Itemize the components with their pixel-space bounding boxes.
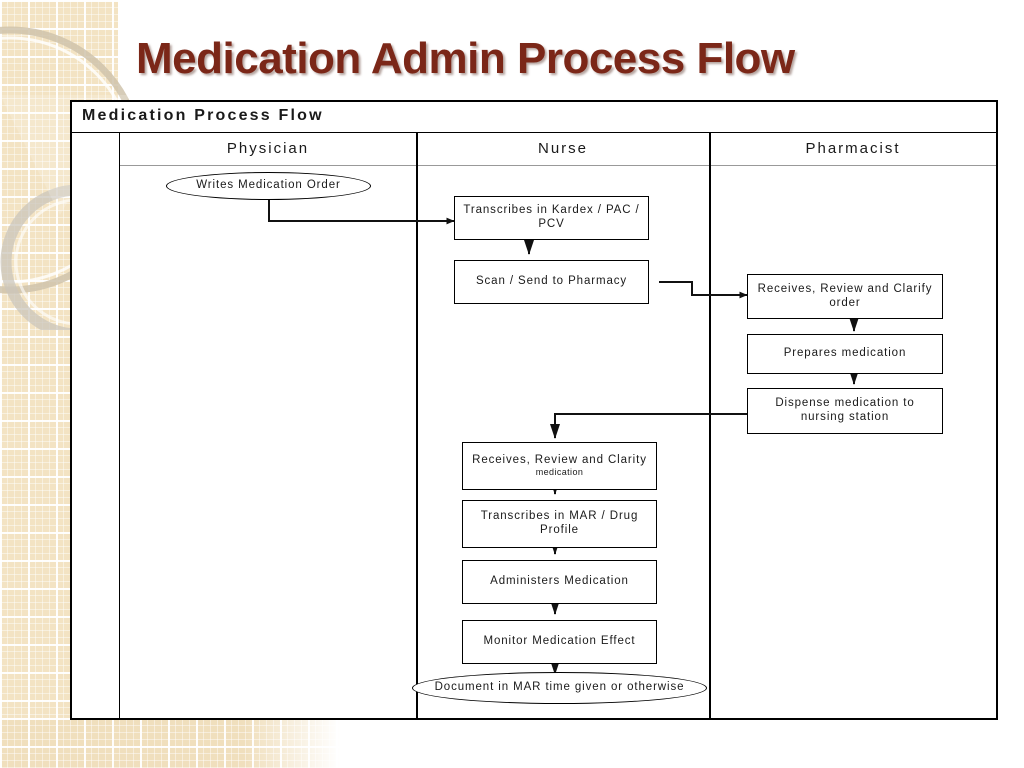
node-label: Document in MAR time given or otherwise: [434, 681, 685, 694]
decorative-grid-band-lower: [0, 718, 340, 768]
column-header-physician: Physician: [226, 140, 310, 157]
node-monitor-effect[interactable]: Monitor Medication Effect: [462, 620, 657, 664]
node-label: Writes Medication Order: [196, 179, 341, 192]
node-transcribes-kardex[interactable]: Transcribes in Kardex / PAC / PCV: [454, 196, 649, 240]
node-writes-order[interactable]: Writes Medication Order: [166, 172, 371, 200]
lane-divider-nurse-pharmacist: [709, 132, 711, 718]
column-header-nurse: Nurse: [537, 140, 588, 157]
lane-divider-left: [119, 132, 120, 718]
diagram-title: Medication Process Flow: [82, 107, 324, 124]
node-sublabel: medication: [535, 467, 584, 478]
node-receives-clarify-nurse[interactable]: Receives, Review and Clarity medication: [462, 442, 657, 490]
page-title: Medication Admin Process Flow: [136, 34, 795, 83]
node-label: Administers Medication: [490, 575, 629, 588]
node-label: Prepares medication: [783, 347, 907, 360]
process-flow-diagram: Medication Process Flow Physician Nurse …: [70, 100, 998, 720]
column-header-divider: [120, 165, 996, 166]
node-label: Transcribes in Kardex / PAC / PCV: [463, 204, 640, 230]
node-label: Receives, Review and Clarify order: [757, 282, 933, 309]
lane-divider-physician-nurse: [416, 132, 418, 718]
node-label: Scan / Send to Pharmacy: [475, 275, 628, 288]
node-scan-send[interactable]: Scan / Send to Pharmacy: [454, 260, 649, 304]
node-label: Receives, Review and Clarity: [472, 453, 647, 466]
node-dispense-med[interactable]: Dispense medication to nursing station: [747, 388, 943, 434]
node-receives-clarify-rx[interactable]: Receives, Review and Clarify order: [747, 274, 943, 319]
node-label: Dispense medication to nursing station: [775, 397, 915, 423]
column-header-pharmacist: Pharmacist: [805, 140, 901, 157]
node-transcribes-mar[interactable]: Transcribes in MAR / Drug Profile: [462, 500, 657, 548]
diagram-title-divider: [72, 132, 996, 133]
node-administers-med[interactable]: Administers Medication: [462, 560, 657, 604]
node-label: Transcribes in MAR / Drug Profile: [480, 510, 639, 536]
node-document-mar[interactable]: Document in MAR time given or otherwise: [412, 672, 707, 704]
node-label: Monitor Medication Effect: [483, 635, 636, 648]
node-prepares-med[interactable]: Prepares medication: [747, 334, 943, 374]
